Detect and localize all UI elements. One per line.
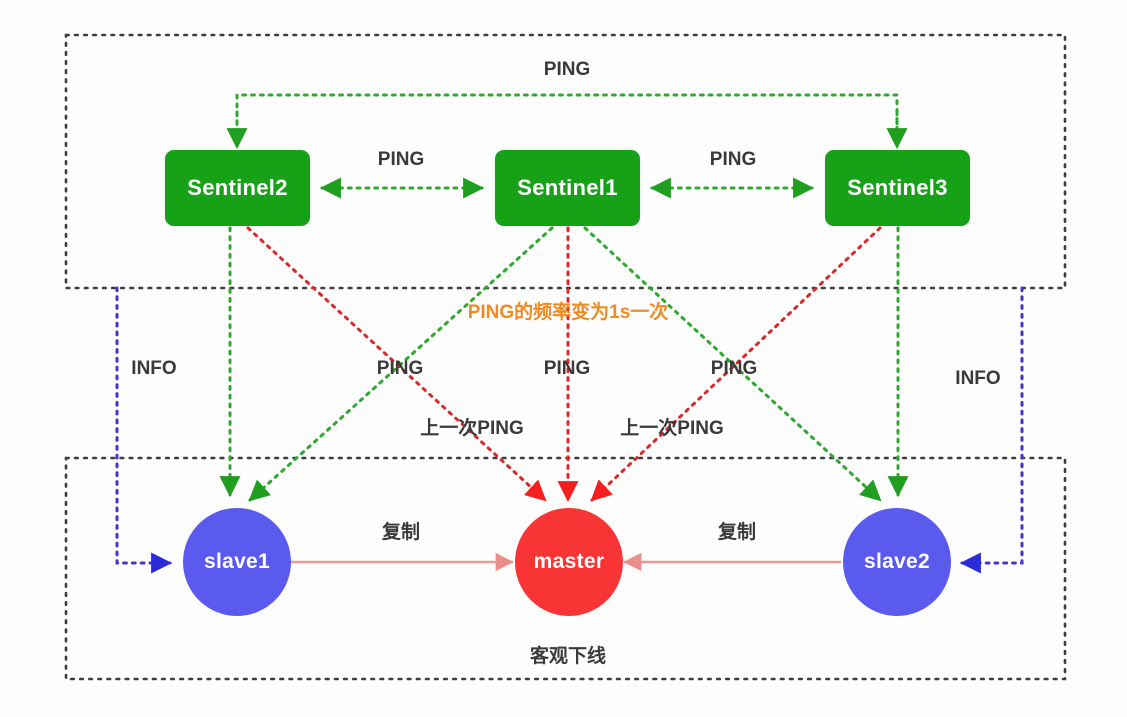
edge-ping-top	[226, 93, 908, 150]
node-sentinel2[interactable]: Sentinel2	[165, 150, 310, 226]
label-last-ping-right: 上一次PING	[620, 418, 724, 439]
label-ping-left: PING	[376, 358, 424, 379]
label-ping-frequency-note: PING的频率变为1s一次	[467, 302, 669, 323]
label-replicate-right: 复制	[717, 522, 757, 543]
label-ping-top: PING	[543, 59, 591, 80]
node-sentinel2-label: Sentinel2	[187, 175, 288, 200]
label-info-left: INFO	[131, 358, 177, 379]
label-ping-sentinel2-sentinel1: PING	[377, 149, 425, 170]
node-master[interactable]: master	[515, 508, 623, 616]
label-info-right: INFO	[955, 368, 1001, 389]
edge-ping-sentinel2-master	[246, 226, 547, 502]
edge-ping-sentinel1-slave1	[248, 226, 554, 502]
node-slave2[interactable]: slave2	[843, 508, 951, 616]
label-objective-down: 客观下线	[529, 646, 607, 667]
label-ping-right: PING	[710, 358, 758, 379]
edge-info-right	[959, 286, 1024, 574]
label-replicate-left: 复制	[381, 522, 421, 543]
label-last-ping-left: 上一次PING	[420, 418, 524, 439]
node-sentinel1-label: Sentinel1	[517, 175, 618, 200]
sentinel-group-box	[64, 33, 1067, 290]
node-sentinel3[interactable]: Sentinel3	[825, 150, 970, 226]
node-master-label: master	[533, 549, 605, 573]
node-sentinel1[interactable]: Sentinel1	[495, 150, 640, 226]
label-ping-mid: PING	[543, 358, 591, 379]
data-group-box	[64, 456, 1067, 681]
edge-info-left	[115, 286, 173, 574]
node-slave1-label: slave1	[203, 549, 271, 573]
node-sentinel3-label: Sentinel3	[847, 175, 948, 200]
edge-ping-sentinel1-slave2	[583, 226, 882, 502]
label-ping-sentinel1-sentinel3: PING	[709, 149, 757, 170]
node-slave2-label: slave2	[863, 549, 931, 573]
node-slave1[interactable]: slave1	[183, 508, 291, 616]
